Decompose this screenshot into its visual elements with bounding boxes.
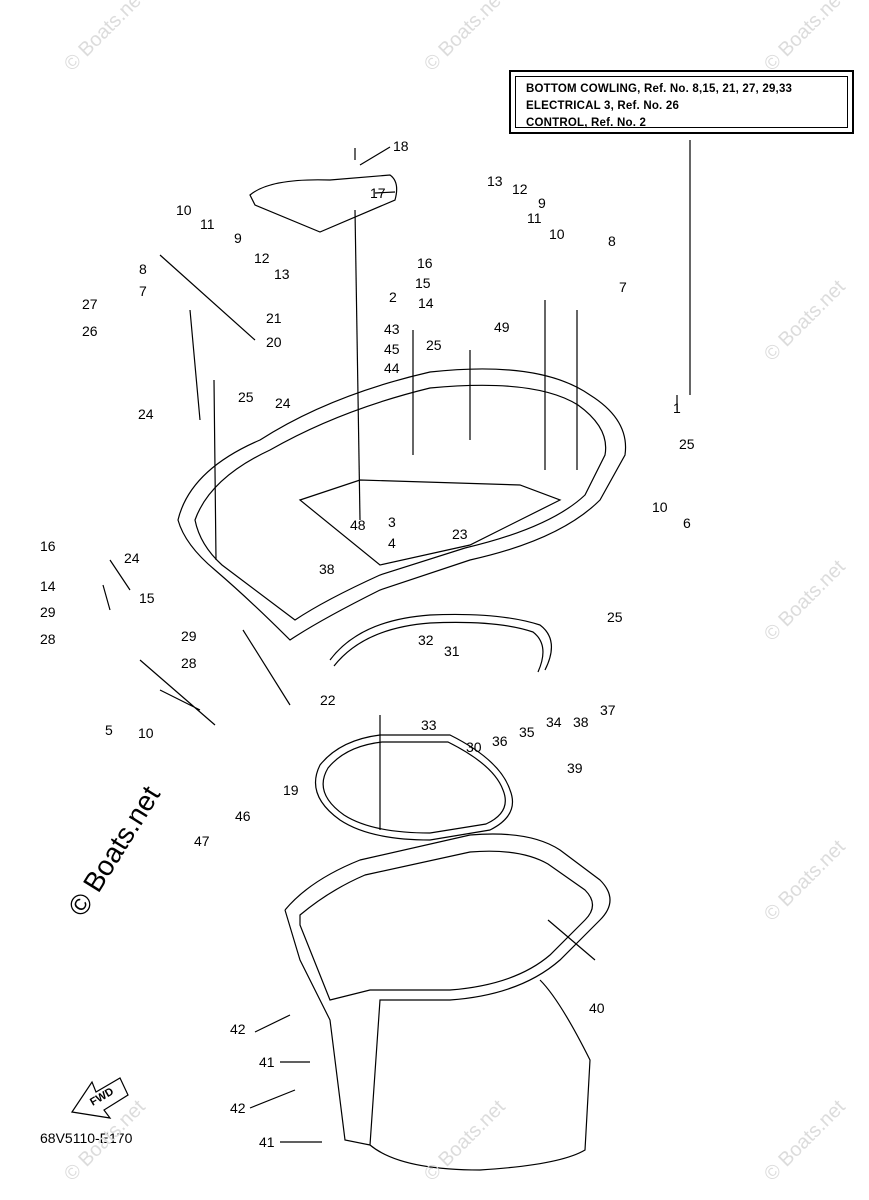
callout-25b: 25 [238,389,254,405]
callout-29a: 29 [40,604,56,620]
reference-line-3: CONTROL, Ref. No. 2 [526,117,647,129]
bottom-cowling-tray [177,368,627,641]
callout-1: 1 [673,400,681,416]
callout-14a: 14 [418,295,434,311]
callout-10a: 10 [549,226,565,242]
reference-line-2: ELECTRICAL 3, Ref. No. 26 [526,100,680,112]
callout-9a: 9 [538,195,546,211]
callout-10c: 10 [652,499,668,515]
callout-18: 18 [393,138,409,154]
callout-10b: 10 [176,202,192,218]
callout-24b: 24 [138,406,154,422]
callout-40: 40 [589,1000,605,1016]
callout-44: 44 [384,360,400,376]
callout-3: 3 [388,514,396,530]
callout-14b: 14 [40,578,56,594]
callout-13a: 13 [487,173,503,189]
callout-19: 19 [283,782,299,798]
callout-25d: 25 [607,609,623,625]
callout-45: 45 [384,341,400,357]
callout-7b: 7 [139,283,147,299]
callout-15a: 15 [415,275,431,291]
callout-23: 23 [452,526,468,542]
callout-13b: 13 [274,266,290,282]
callout-6: 6 [683,515,691,531]
callout-25c: 25 [679,436,695,452]
reference-box: BOTTOM COWLING, Ref. No. 8,15, 21, 27, 2… [509,70,854,134]
callout-46: 46 [235,808,251,824]
callout-17: 17 [370,185,386,201]
part-39-seal [314,734,514,841]
callout-21: 21 [266,310,282,326]
callout-24a: 24 [275,395,291,411]
callout-28b: 28 [181,655,197,671]
callout-31: 31 [444,643,460,659]
callout-11b: 11 [200,216,215,232]
callout-47: 47 [194,833,210,849]
callout-7a: 7 [619,279,627,295]
callout-35: 35 [519,724,535,740]
callout-28a: 28 [40,631,56,647]
reference-line-1: BOTTOM COWLING, Ref. No. 8,15, 21, 27, 2… [526,83,793,95]
diagram-code: 68V5110-E170 [40,1130,133,1146]
callout-8b: 8 [139,261,147,277]
callout-42b: 42 [230,1100,246,1116]
callout-33: 33 [421,717,437,733]
callout-20: 20 [266,334,282,350]
part-37-hose [329,613,552,671]
callout-12b: 12 [254,250,270,266]
callout-36: 36 [492,733,508,749]
callout-27: 27 [82,296,98,312]
callout-42a: 42 [230,1021,246,1037]
callout-26: 26 [82,323,98,339]
callout-29b: 29 [181,628,197,644]
callout-37: 37 [600,702,616,718]
callout-15b: 15 [139,590,155,606]
part-17-cover [249,174,398,233]
callout-25a: 25 [426,337,442,353]
callout-41a: 41 [259,1054,275,1070]
callout-2: 2 [389,289,397,305]
callout-8a: 8 [608,233,616,249]
callout-38a: 38 [319,561,335,577]
callout-48: 48 [350,517,366,533]
callout-38b: 38 [573,714,589,730]
callout-11a: 11 [527,210,542,226]
callout-24c: 24 [124,550,140,566]
callout-16b: 16 [40,538,56,554]
callout-34: 34 [546,714,562,730]
callout-22: 22 [320,692,336,708]
callout-30: 30 [466,739,482,755]
callout-9b: 9 [234,230,242,246]
callout-10d: 10 [138,725,154,741]
callout-5: 5 [105,722,113,738]
callout-41b: 41 [259,1134,275,1150]
callout-39: 39 [567,760,583,776]
part-40-lower-cowling [284,833,611,1171]
callout-16a: 16 [417,255,433,271]
callout-43: 43 [384,321,400,337]
callout-12a: 12 [512,181,528,197]
callout-32: 32 [418,632,434,648]
fwd-arrow [70,1077,129,1119]
callout-49: 49 [494,319,510,335]
callout-4: 4 [388,535,396,551]
